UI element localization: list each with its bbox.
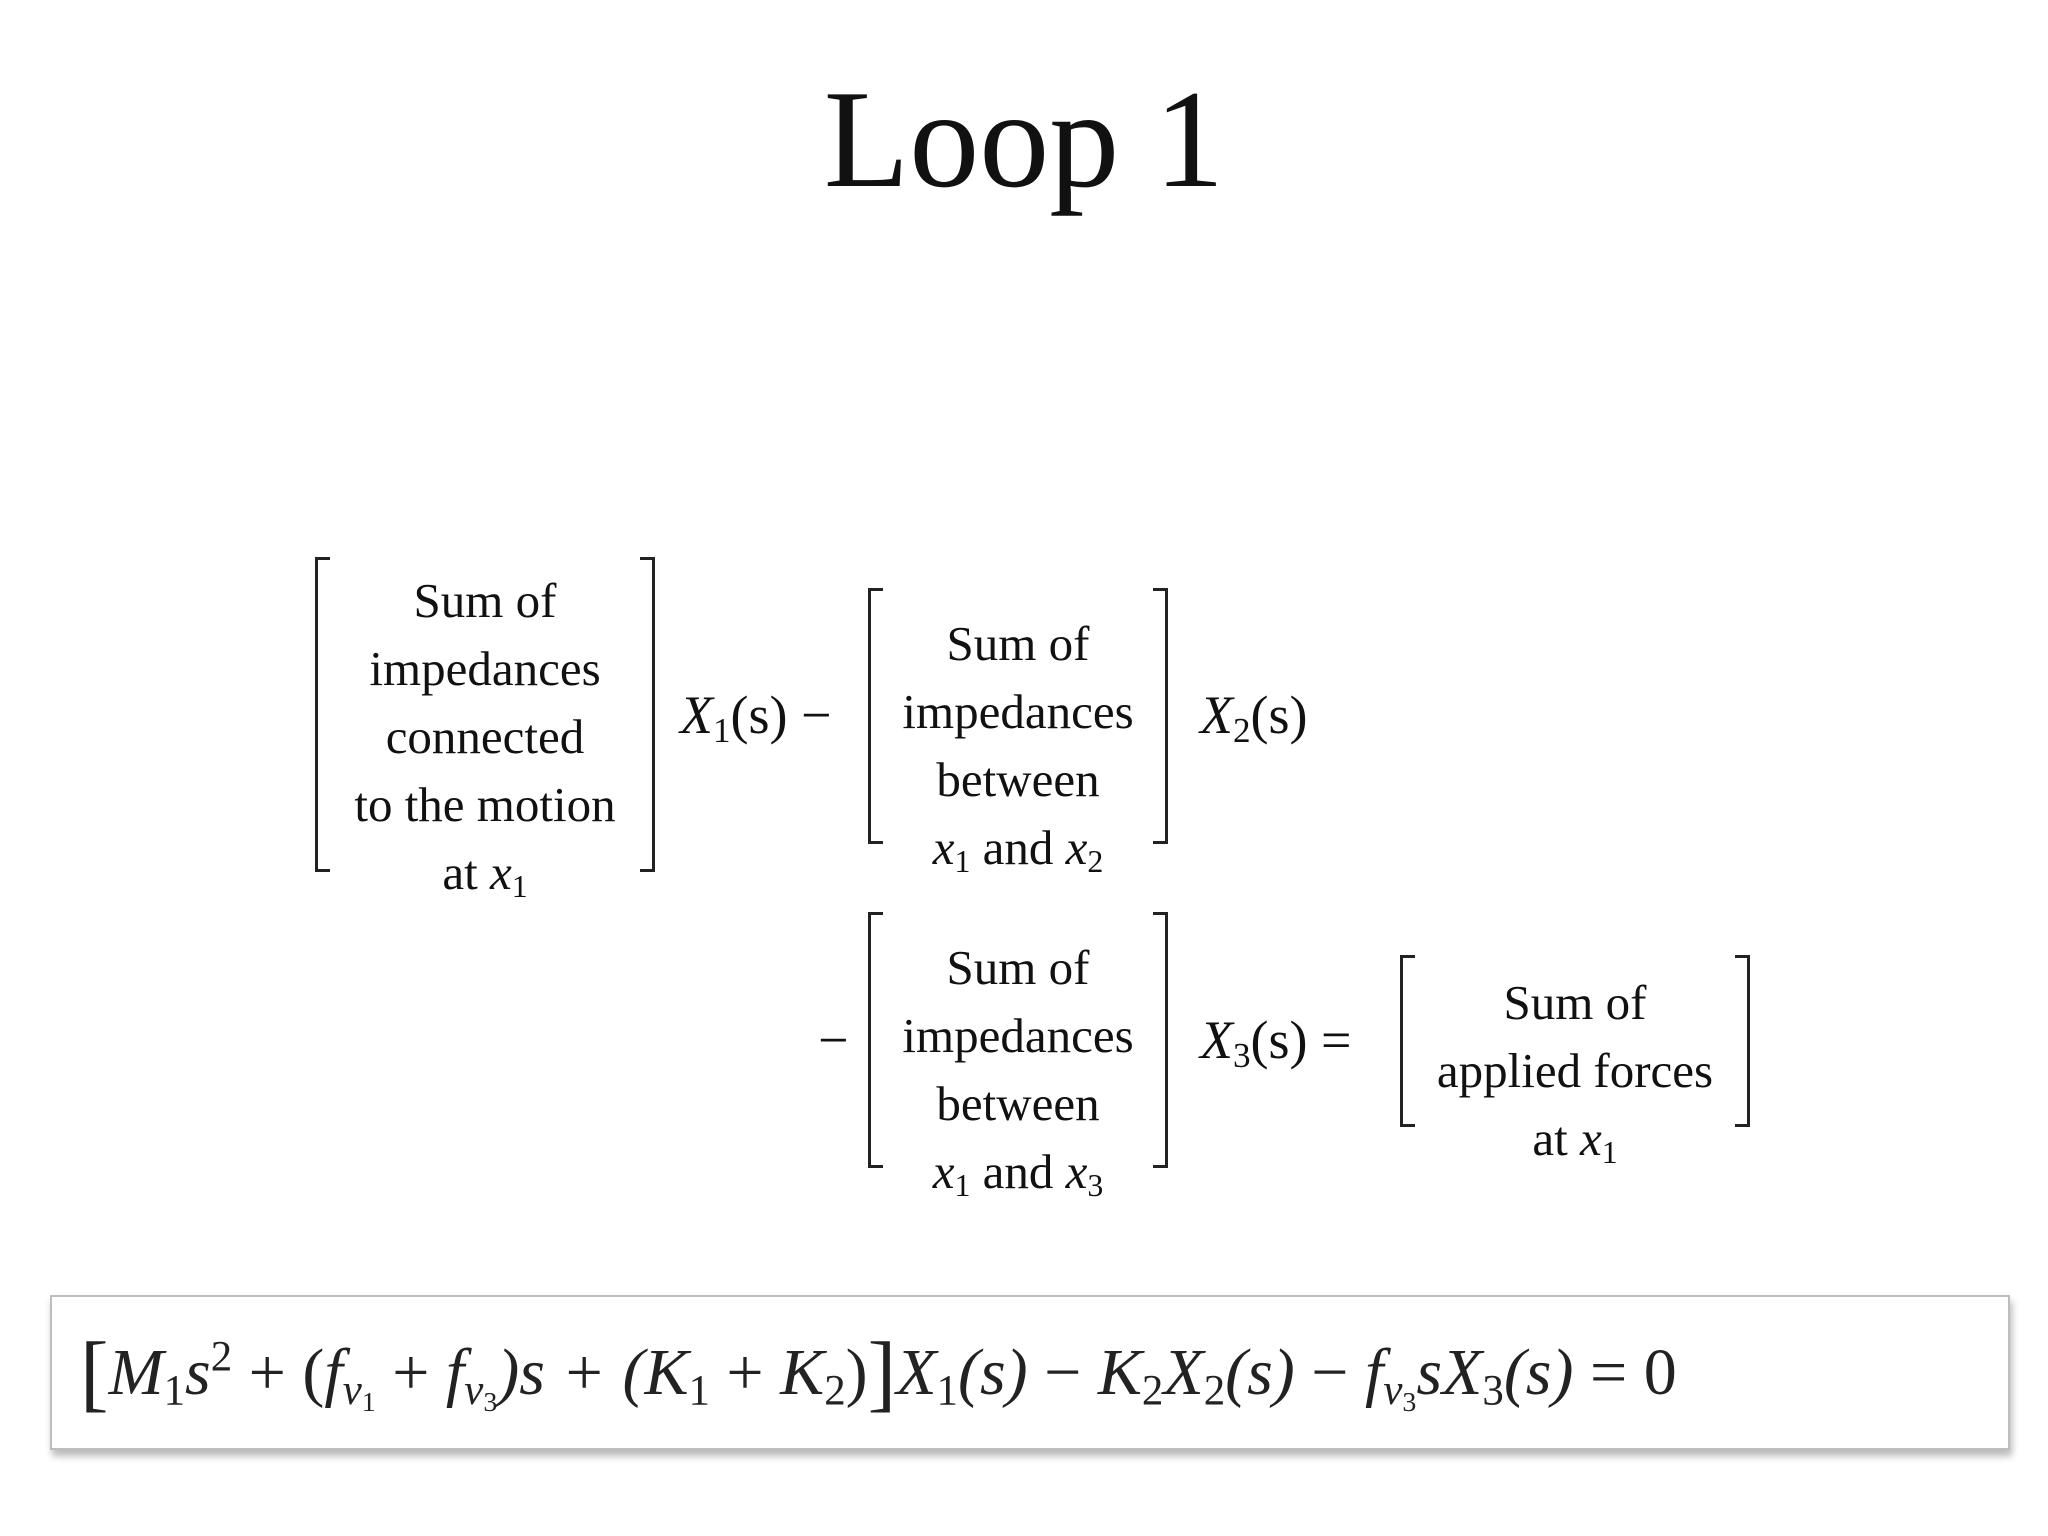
term-line: Sum of <box>946 616 1090 671</box>
term-text: and <box>970 820 1066 875</box>
argument: (s) <box>957 1335 1028 1409</box>
subscript: 2 <box>1203 1367 1226 1415</box>
operator: + <box>709 1335 781 1409</box>
argument: (s) <box>1225 1335 1295 1409</box>
subscript: 3 <box>1402 1387 1417 1419</box>
subscript: 1 <box>954 1167 971 1203</box>
x3-term: X3(s) = <box>1200 1010 1352 1073</box>
spring-symbol: K <box>1097 1335 1142 1409</box>
left-bracket: [ <box>80 1324 109 1420</box>
operator: = <box>1307 1010 1352 1070</box>
argument: (s) <box>730 685 788 745</box>
term-line: impedances <box>902 1008 1134 1063</box>
laplace-displacement: sX <box>1416 1335 1483 1409</box>
term-line: x1 and x3 <box>868 1138 1168 1206</box>
damping-symbol: f <box>1365 1335 1384 1409</box>
spring-symbol: K <box>780 1335 825 1409</box>
subscript: 3 <box>1233 1035 1251 1075</box>
bracket-applied-forces-at-x1: Sum of applied forces at x1 <box>1400 955 1750 1168</box>
x2-term: X2(s) <box>1200 685 1308 748</box>
term-line: Sum of <box>413 573 557 628</box>
term-line: at x1 <box>1400 1105 1750 1173</box>
variable: X <box>1200 1010 1233 1070</box>
argument: (s) <box>1250 1010 1308 1070</box>
argument: (s) <box>1250 685 1308 745</box>
x1-term: X1(s) − <box>680 685 832 748</box>
subscript: 1 <box>361 1387 376 1419</box>
subscript: v1 <box>342 1367 376 1416</box>
mass-symbol: M <box>108 1335 164 1409</box>
subscript: 1 <box>511 868 528 904</box>
damping-symbol: f <box>445 1335 465 1409</box>
term-text: at <box>1532 1111 1580 1166</box>
variable: x <box>1065 820 1088 875</box>
operator: + ( <box>232 1335 325 1409</box>
operator: ) <box>845 1335 868 1409</box>
subscript: v3 <box>464 1367 497 1416</box>
result-equation-box: [M1s2 + (fv1 + fv3)s + (K1 + K2)]X1(s) −… <box>50 1295 2010 1450</box>
slide-title: Loop 1 <box>823 62 1225 217</box>
argument: (s) <box>1503 1335 1574 1409</box>
operator: − <box>1294 1335 1366 1409</box>
term-text: and <box>970 1144 1066 1199</box>
subscript: 2 <box>824 1367 846 1415</box>
subscript: 2 <box>1087 843 1104 879</box>
subscript: 2 <box>1233 710 1251 750</box>
term-line: impedances <box>369 641 601 696</box>
term-line: connected <box>385 709 585 764</box>
term-line: x1 and x2 <box>868 814 1168 882</box>
equals-zero: = 0 <box>1573 1335 1677 1409</box>
subscript: 2 <box>1141 1367 1164 1415</box>
subscript: 1 <box>936 1367 958 1415</box>
term-line: Sum of <box>1503 975 1647 1030</box>
term-line: between <box>936 1076 1100 1131</box>
operator: − <box>787 685 832 745</box>
term-text: at <box>442 845 490 900</box>
bracket-impedances-between-x1-x3: Sum of impedances between x1 and x3 <box>868 912 1168 1201</box>
variable: x <box>1065 1144 1088 1199</box>
damping-symbol: f <box>324 1335 343 1409</box>
subscript: 3 <box>483 1387 498 1419</box>
bracket-impedances-at-x1: Sum of impedances connected to the motio… <box>315 557 655 902</box>
term-line: to the motion <box>354 777 616 832</box>
subscript: 1 <box>163 1367 186 1415</box>
superscript: 2 <box>210 1332 233 1380</box>
displacement-symbol: X <box>1163 1335 1204 1409</box>
right-bracket: ] <box>867 1324 897 1420</box>
term-line: impedances <box>902 684 1134 739</box>
subscript-v: v <box>464 1367 484 1415</box>
variable: x <box>932 820 955 875</box>
operator: + <box>375 1335 446 1409</box>
bracket-impedances-between-x1-x2: Sum of impedances between x1 and x2 <box>868 588 1168 877</box>
term-line: between <box>936 752 1100 807</box>
variable: x <box>489 845 512 900</box>
subscript-v: v <box>1383 1367 1403 1415</box>
subscript: 1 <box>688 1367 710 1415</box>
variable: X <box>1200 685 1233 745</box>
spring-symbol: K <box>644 1335 689 1409</box>
minus-sign: − <box>818 1013 848 1067</box>
subscript: 1 <box>954 843 971 879</box>
subscript: 3 <box>1482 1367 1504 1415</box>
operator: )s + ( <box>497 1335 645 1409</box>
displacement-symbol: X <box>896 1335 937 1409</box>
operator: − <box>1027 1335 1098 1409</box>
term-line: Sum of <box>946 940 1090 995</box>
subscript-v: v <box>342 1367 362 1415</box>
subscript: 3 <box>1087 1167 1104 1203</box>
result-equation: [M1s2 + (fv1 + fv3)s + (K1 + K2)]X1(s) −… <box>80 1329 1677 1417</box>
term-line: applied forces <box>1436 1043 1714 1098</box>
variable: X <box>680 685 713 745</box>
term-line: at x1 <box>315 839 655 907</box>
variable: x <box>932 1144 955 1199</box>
subscript: 1 <box>1601 1134 1618 1170</box>
variable: x <box>1579 1111 1602 1166</box>
operator: − <box>818 1010 849 1070</box>
laplace-variable: s <box>185 1335 211 1409</box>
subscript: v3 <box>1383 1367 1416 1416</box>
subscript: 1 <box>713 710 731 750</box>
